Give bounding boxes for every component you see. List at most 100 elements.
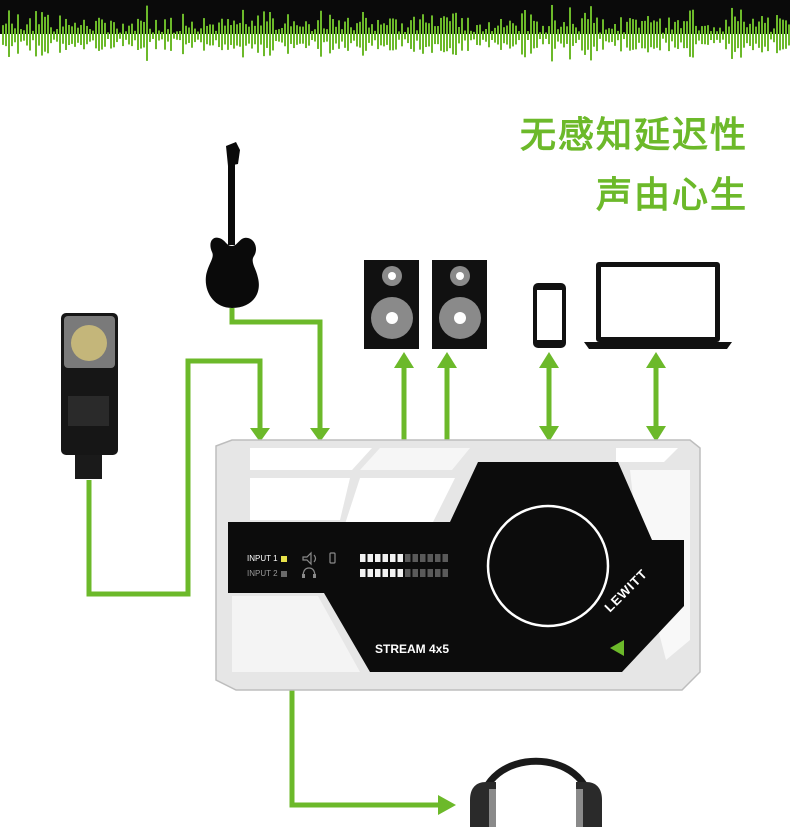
waveform-bar (407, 27, 409, 44)
meter-segment (375, 569, 381, 577)
waveform-bar (506, 25, 508, 45)
audio-interface (215, 439, 701, 691)
waveform-bar (359, 21, 361, 48)
volume-knob[interactable] (486, 504, 610, 628)
meter-segment (435, 569, 441, 577)
waveform-bar (164, 19, 166, 50)
waveform-bar (422, 14, 424, 54)
waveform-bar (335, 26, 337, 44)
waveform-bar (122, 23, 124, 47)
waveform-bar (170, 17, 172, 51)
waveform-bar (53, 31, 55, 40)
waveform-bar (242, 9, 244, 58)
waveform-bar (488, 22, 490, 48)
waveform-bar (128, 25, 130, 45)
meter-segment (397, 554, 403, 562)
waveform-bar (434, 26, 436, 45)
waveform-bar (197, 31, 199, 40)
waveform-bar (239, 22, 241, 47)
waveform-bar (212, 24, 214, 46)
waveform-bar (641, 21, 643, 49)
waveform-bar (449, 21, 451, 49)
lewitt-logo-icon (610, 640, 624, 656)
waveform-bar (581, 18, 583, 51)
waveform-bar (65, 18, 67, 50)
meter-segment (360, 554, 366, 562)
waveform-bar (512, 23, 514, 47)
waveform-bar (179, 31, 181, 41)
waveform-bar (746, 27, 748, 44)
waveform-bar (269, 12, 271, 56)
waveform-bar (2, 25, 4, 45)
input-2-label: INPUT 2 (247, 569, 278, 578)
waveform-bar (5, 23, 7, 47)
waveform-bar (320, 10, 322, 57)
waveform-bar (749, 23, 751, 46)
waveform-bar (410, 20, 412, 49)
meter-segment (390, 554, 396, 562)
waveform-bar (773, 28, 775, 43)
waveform-bar (479, 24, 481, 46)
waveform-bar (380, 24, 382, 46)
waveform-bar (551, 4, 553, 62)
waveform-bar (119, 32, 121, 39)
waveform-bar (467, 17, 469, 51)
meter-segment (420, 569, 426, 577)
waveform-bar (473, 31, 475, 40)
waveform-bar (578, 31, 580, 40)
waveform-bar (32, 30, 34, 41)
waveform-bar (563, 22, 565, 48)
waveform-bar (182, 13, 184, 55)
waveform-bar (191, 21, 193, 48)
waveform-bar (290, 26, 292, 44)
waveform-bar (779, 18, 781, 51)
waveform-bar (662, 32, 664, 39)
waveform-bar (425, 22, 427, 48)
waveform-bar (29, 18, 31, 51)
waveform-bar (350, 27, 352, 44)
meter-segment (375, 554, 381, 562)
waveform-bar (680, 28, 682, 43)
waveform-bar (77, 27, 79, 43)
waveform-bar (218, 22, 220, 48)
waveform-bar (104, 22, 106, 47)
waveform-bar (755, 26, 757, 44)
waveform-bar (365, 17, 367, 51)
input-1-label: INPUT 1 (247, 554, 278, 563)
waveform-bar (413, 16, 415, 52)
waveform-bar (629, 18, 631, 51)
meter-segment (420, 554, 426, 562)
waveform-bar (671, 29, 673, 42)
waveform-bar (614, 23, 616, 46)
waveform-bar (416, 30, 418, 41)
waveform-bar (764, 22, 766, 47)
waveform-bar (419, 19, 421, 50)
waveform-bar (332, 19, 334, 50)
waveform-bar (374, 30, 376, 41)
waveform-bar (110, 20, 112, 49)
waveform-bar (230, 25, 232, 45)
waveform-bar (701, 26, 703, 45)
waveform-bar (635, 19, 637, 50)
waveform-bar (683, 21, 685, 49)
waveform-bar (14, 28, 16, 43)
waveform-bar (431, 15, 433, 53)
waveform-bar (23, 30, 25, 41)
waveform-bar (722, 31, 724, 40)
waveform-bar (734, 16, 736, 52)
waveform-bar (305, 21, 307, 49)
waveform-bar (656, 21, 658, 48)
waveform-bar (74, 22, 76, 47)
waveform-bar (275, 29, 277, 42)
waveform-bar (224, 25, 226, 45)
waveform-bar (674, 21, 676, 48)
waveform-bar (71, 26, 73, 44)
waveform-bar (281, 27, 283, 43)
waveform-bar (173, 32, 175, 39)
waveform-bar (248, 26, 250, 44)
waveform-bar (572, 23, 574, 46)
waveform-bar (206, 25, 208, 45)
waveform-bar (458, 26, 460, 44)
waveform-bar (530, 14, 532, 54)
waveform-bar (689, 10, 691, 57)
